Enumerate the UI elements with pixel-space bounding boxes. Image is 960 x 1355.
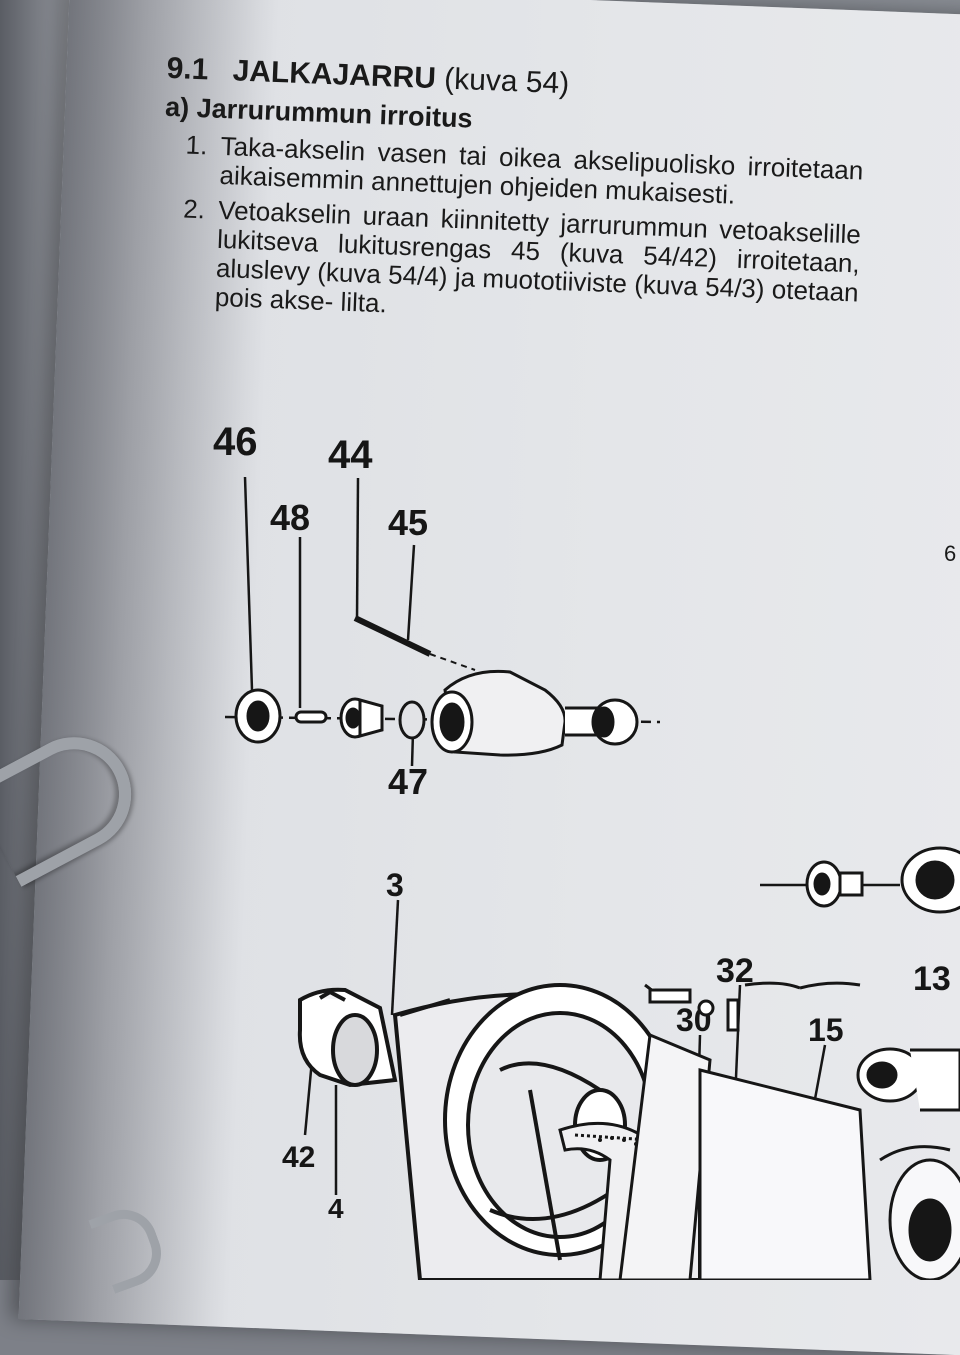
wheel-cylinder-assembly bbox=[234, 615, 639, 757]
page-number-fragment: 6 bbox=[944, 541, 957, 566]
callout-3: 3 bbox=[386, 867, 404, 903]
callout-42: 42 bbox=[282, 1141, 315, 1174]
brake-exploded-diagram: 46 44 48 45 47 3 32 30 13 15 42 4 27 2 bbox=[213, 420, 960, 1280]
callout-46: 46 bbox=[213, 420, 258, 464]
brake-shoe-hardware bbox=[558, 981, 960, 1280]
callout-15: 15 bbox=[808, 1012, 844, 1048]
callout-47: 47 bbox=[388, 761, 428, 802]
callout-13: 13 bbox=[913, 960, 951, 998]
rivet-row bbox=[598, 1136, 638, 1146]
callout-45: 45 bbox=[388, 502, 428, 543]
callout-48: 48 bbox=[270, 497, 310, 538]
adjuster-parts bbox=[805, 846, 960, 914]
callout-4: 4 bbox=[328, 1193, 344, 1224]
callout-44: 44 bbox=[328, 433, 373, 477]
